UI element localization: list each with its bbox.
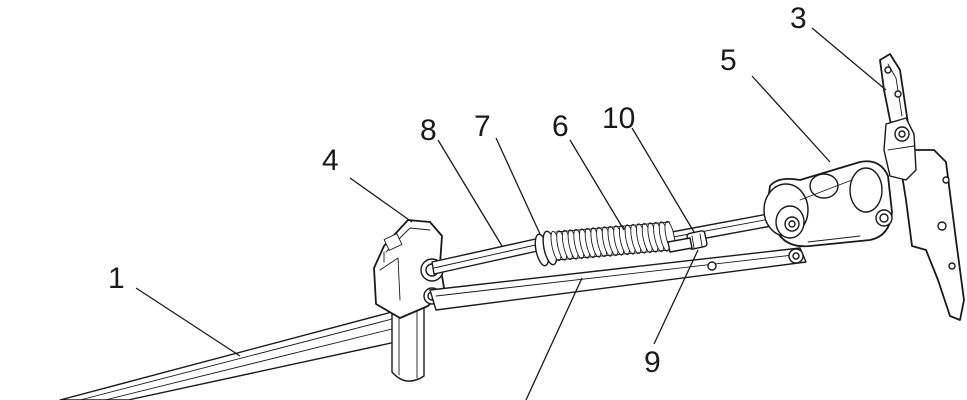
coil-spring bbox=[550, 220, 676, 262]
callout-7: 7 bbox=[474, 110, 491, 143]
leader-lines bbox=[135, 27, 887, 400]
joint-block bbox=[373, 219, 445, 319]
spring-outline-top bbox=[555, 221, 671, 233]
spring-outline-bottom bbox=[555, 249, 671, 261]
callout-10: 10 bbox=[602, 102, 635, 135]
leader-6 bbox=[569, 139, 625, 231]
leader-5 bbox=[751, 75, 831, 163]
leader-8 bbox=[437, 139, 503, 247]
callout-9: 9 bbox=[644, 346, 661, 379]
leader-2 bbox=[525, 277, 583, 400]
adjust-nut bbox=[667, 230, 708, 253]
leader-3 bbox=[811, 27, 887, 91]
callout-5: 5 bbox=[720, 44, 737, 77]
piston-rod bbox=[431, 237, 543, 275]
leader-4 bbox=[349, 177, 413, 223]
lower-link-bar bbox=[429, 247, 807, 311]
leader-7 bbox=[495, 137, 541, 235]
mount-plate bbox=[879, 53, 965, 321]
callout-labels: 1 3 4 5 6 7 8 9 10 bbox=[108, 2, 807, 379]
elbow-joint bbox=[763, 160, 893, 248]
leader-9 bbox=[653, 249, 699, 345]
base-tube bbox=[59, 299, 425, 400]
callout-1: 1 bbox=[108, 262, 125, 295]
callout-4: 4 bbox=[322, 144, 339, 177]
callout-3: 3 bbox=[790, 2, 807, 35]
leader-1 bbox=[135, 287, 241, 357]
leader-10 bbox=[631, 127, 695, 233]
callout-8: 8 bbox=[420, 114, 437, 147]
callout-6: 6 bbox=[552, 110, 569, 143]
